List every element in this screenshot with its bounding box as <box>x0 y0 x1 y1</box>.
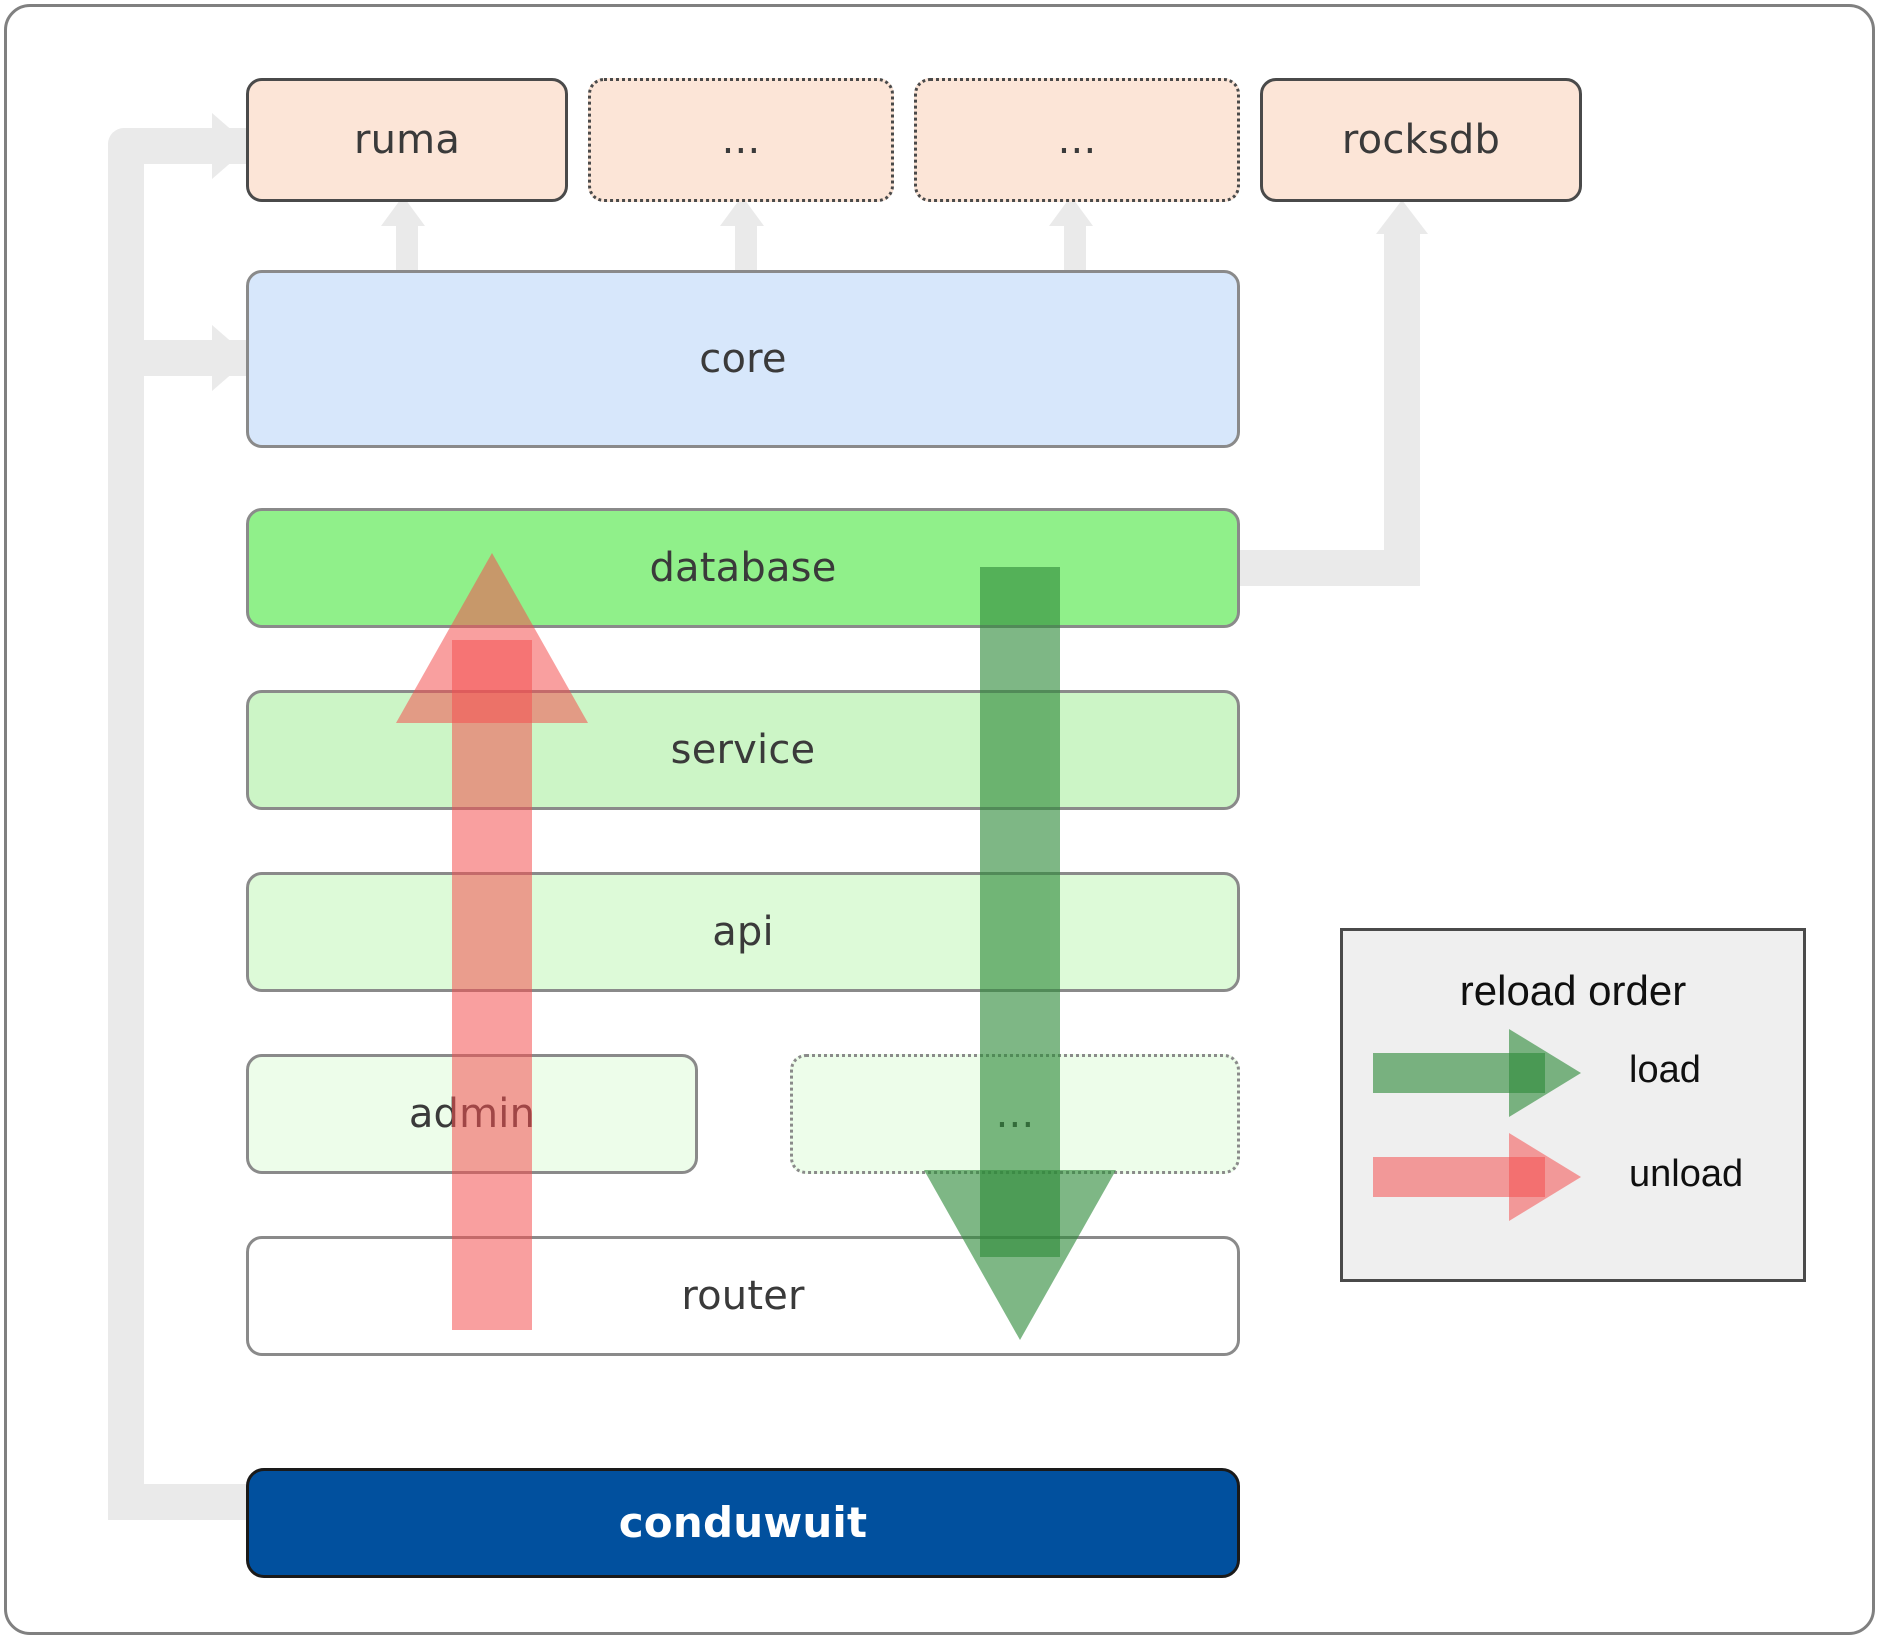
crate-box-router-label: router <box>681 1273 805 1319</box>
crate-box-service-label: service <box>670 727 816 773</box>
dep-box-ruma[interactable]: ruma <box>246 78 568 202</box>
dep-box-ellipsis-1[interactable]: ... <box>588 78 894 202</box>
crate-box-ellipsis-label: ... <box>995 1091 1035 1137</box>
legend-unload-arrow-head <box>1509 1133 1581 1221</box>
dep-box-rocksdb-label: rocksdb <box>1341 117 1501 163</box>
connector-core-to-ruma-stub <box>396 222 418 274</box>
connector-arrowhead-rocksdb <box>1376 200 1428 234</box>
diagram-frame <box>4 4 1875 1635</box>
crate-box-conduwuit[interactable]: conduwuit <box>246 1468 1240 1578</box>
legend-panel: reload order load unload <box>1340 928 1806 1282</box>
dep-box-ellipsis-2-label: ... <box>1057 117 1097 163</box>
dep-box-ruma-label: ruma <box>353 117 461 163</box>
crate-box-database-label: database <box>649 545 837 591</box>
crate-box-api-label: api <box>712 909 774 955</box>
connector-left-trunk <box>108 128 144 1520</box>
legend-title: reload order <box>1459 967 1687 1014</box>
legend-unload-label: unload <box>1629 1153 1744 1195</box>
crate-box-ellipsis[interactable]: ... <box>790 1054 1240 1174</box>
connector-core-to-dep3-stub <box>1064 222 1086 274</box>
connector-arrowhead-core <box>212 325 250 391</box>
crate-box-service[interactable]: service <box>246 690 1240 810</box>
crate-box-conduwuit-label: conduwuit <box>618 1498 868 1547</box>
legend-load-label: load <box>1629 1049 1701 1091</box>
crate-box-core-label: core <box>699 336 787 382</box>
crate-box-database[interactable]: database <box>246 508 1240 628</box>
crate-box-admin-label: admin <box>408 1091 536 1137</box>
dep-box-rocksdb[interactable]: rocksdb <box>1260 78 1582 202</box>
connector-core-to-dep2-stub <box>735 222 757 274</box>
dep-box-ellipsis-2[interactable]: ... <box>914 78 1240 202</box>
crate-box-router[interactable]: router <box>246 1236 1240 1356</box>
connector-arrowhead-ruma <box>212 113 250 179</box>
connector-rocksdb-riser <box>1384 230 1420 586</box>
crate-box-api[interactable]: api <box>246 872 1240 992</box>
crate-box-admin[interactable]: admin <box>246 1054 698 1174</box>
legend-load-arrow-head <box>1509 1029 1581 1117</box>
dep-box-ellipsis-1-label: ... <box>721 117 761 163</box>
connector-left-bottom-leg <box>108 1484 250 1520</box>
crate-box-core[interactable]: core <box>246 270 1240 448</box>
